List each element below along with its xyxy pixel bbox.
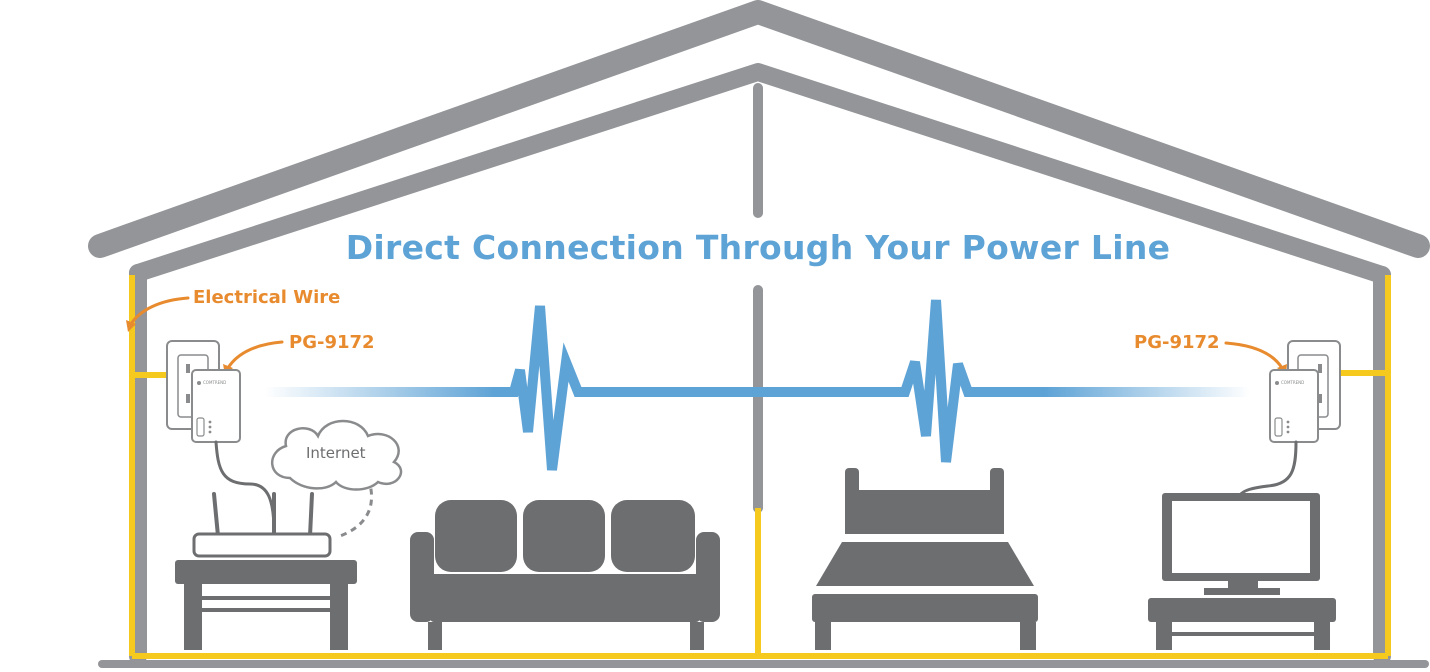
internet-link [339, 477, 374, 538]
left-adapter-label: PG-9172 [289, 332, 375, 353]
right-adapter-label: PG-9172 [1134, 332, 1220, 353]
callout-arrows [129, 296, 1284, 370]
tv-set [1148, 493, 1336, 650]
adapter-brand-right: COMTREND [1281, 380, 1304, 385]
house-roof [88, 0, 1430, 284]
left-adapter: COMTREND [166, 340, 241, 443]
house-walls [98, 83, 1429, 668]
electrical-wire [129, 275, 1391, 659]
router [192, 492, 332, 558]
side-table [175, 560, 357, 650]
internet-label: Internet [306, 444, 366, 462]
diagram-title: Direct Connection Through Your Power Lin… [345, 228, 1171, 267]
electrical-wire-label: Electrical Wire [193, 287, 341, 308]
adapter-brand: COMTREND [203, 380, 226, 385]
right-adapter: COMTREND [1269, 340, 1341, 443]
bed [812, 468, 1038, 650]
power-line-signal [265, 299, 1250, 471]
internet-cloud [270, 419, 403, 491]
sofa [410, 500, 720, 650]
